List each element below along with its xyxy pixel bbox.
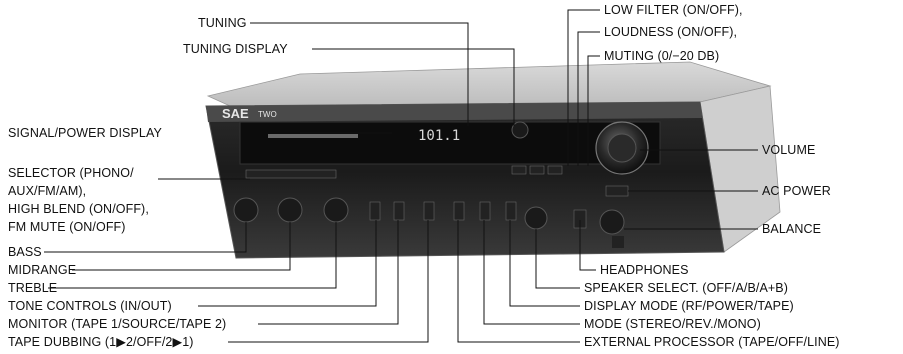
- label-midrange: MIDRANGE: [8, 263, 76, 277]
- label-speaker-select: SPEAKER SELECT. (OFF/A/B/A+B): [584, 281, 788, 295]
- label-tape-dubbing: TAPE DUBBING (1▶2/OFF/2▶1): [8, 335, 194, 349]
- label-ac-power: AC POWER: [762, 184, 831, 198]
- bass-knob[interactable]: [234, 198, 258, 222]
- tone-controls-switch[interactable]: [370, 202, 380, 220]
- receiver-top-cover: [208, 62, 770, 106]
- label-signal-power-display: SIGNAL/POWER DISPLAY: [8, 126, 162, 140]
- model-logo: TWO: [258, 110, 277, 119]
- label-loudness: LOUDNESS (ON/OFF),: [604, 25, 737, 39]
- label-low-filter: LOW FILTER (ON/OFF),: [604, 3, 743, 17]
- label-external-processor: EXTERNAL PROCESSOR (TAPE/OFF/LINE): [584, 335, 840, 349]
- volume-knob-cap: [608, 134, 636, 162]
- loudness-button[interactable]: [530, 166, 544, 174]
- external-processor-switch[interactable]: [454, 202, 464, 220]
- monitor-switch[interactable]: [394, 202, 404, 220]
- signal-meter: [268, 134, 358, 138]
- frequency-readout: 101.1: [418, 128, 460, 144]
- selector-buttons[interactable]: [246, 170, 336, 178]
- label-display-mode: DISPLAY MODE (RF/POWER/TAPE): [584, 299, 794, 313]
- label-monitor: MONITOR (TAPE 1/SOURCE/TAPE 2): [8, 317, 226, 331]
- label-selector-line-4: FM MUTE (ON/OFF): [8, 220, 126, 234]
- label-selector-line-2: AUX/FM/AM),: [8, 184, 86, 198]
- ac-power-button[interactable]: [606, 186, 628, 196]
- label-balance: BALANCE: [762, 222, 821, 236]
- label-treble: TREBLE: [8, 281, 57, 295]
- label-muting: MUTING (0/−20 DB): [604, 49, 719, 63]
- label-selector-line-3: HIGH BLEND (ON/OFF),: [8, 202, 149, 216]
- speaker-select-knob[interactable]: [525, 207, 547, 229]
- label-mode: MODE (STEREO/REV./MONO): [584, 317, 761, 331]
- midrange-knob[interactable]: [278, 198, 302, 222]
- label-selector-line-1: SELECTOR (PHONO/: [8, 166, 134, 180]
- mode-switch[interactable]: [480, 202, 490, 220]
- treble-knob[interactable]: [324, 198, 348, 222]
- receiver-foot-right: [612, 236, 624, 248]
- label-tuning-display: TUNING DISPLAY: [183, 42, 288, 56]
- low-filter-button[interactable]: [512, 166, 526, 174]
- label-tone-controls: TONE CONTROLS (IN/OUT): [8, 299, 172, 313]
- display-mode-switch[interactable]: [506, 202, 516, 220]
- label-volume: VOLUME: [762, 143, 815, 157]
- label-headphones: HEADPHONES: [600, 263, 689, 277]
- label-tuning: TUNING: [198, 16, 247, 30]
- label-bass: BASS: [8, 245, 42, 259]
- muting-button[interactable]: [548, 166, 562, 174]
- balance-knob[interactable]: [600, 210, 624, 234]
- tape-dubbing-switch[interactable]: [424, 202, 434, 220]
- brand-logo: SAE: [222, 106, 249, 121]
